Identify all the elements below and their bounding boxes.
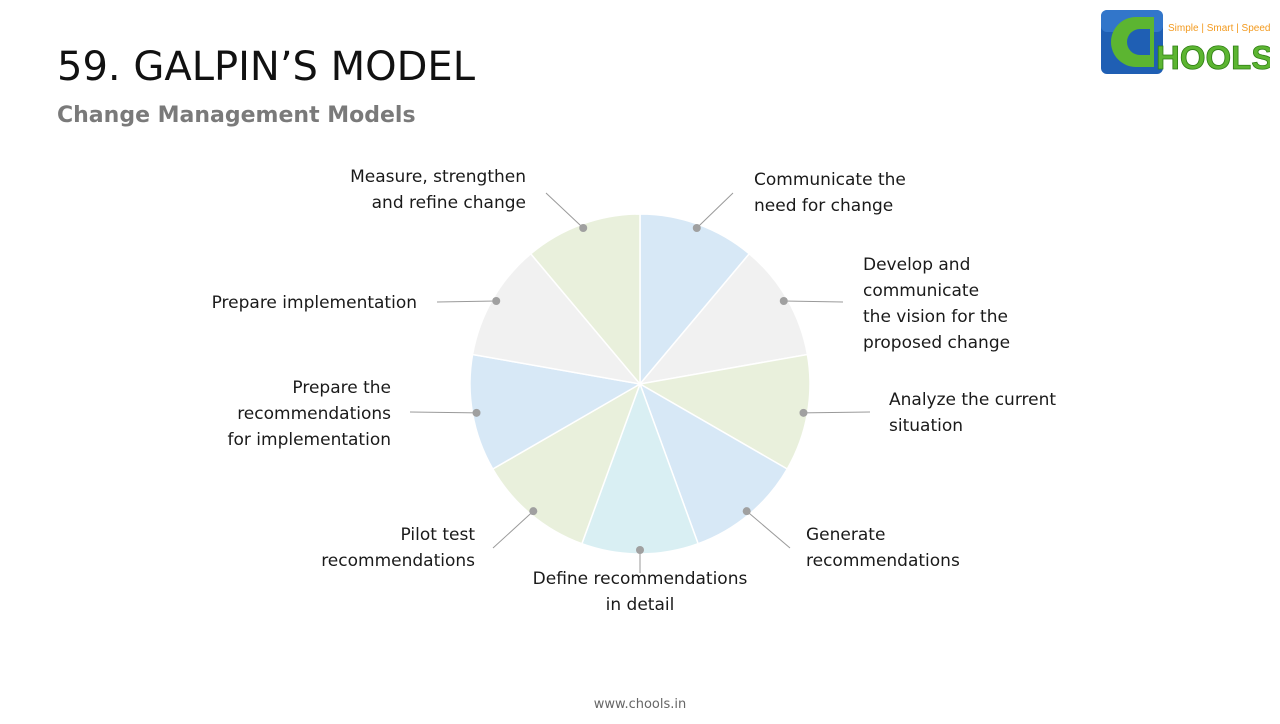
connector-dot-3 <box>799 408 808 417</box>
logo-tagline: Simple | Smart | Speed <box>1168 23 1270 34</box>
connector-dot-9 <box>579 224 588 233</box>
connector-line-2 <box>783 300 844 303</box>
step-label-1: Communicate the need for change <box>754 170 906 216</box>
connector-line-1 <box>696 192 734 229</box>
step-label-2: Develop and communicate the vision for t… <box>863 255 1011 353</box>
connector-dot-8 <box>492 297 501 305</box>
connector-dot-2 <box>779 297 788 305</box>
step-label-6: Pilot test recommendations <box>321 525 475 571</box>
logo-c-inner <box>1127 29 1150 55</box>
logo-brand-text: HOOLS <box>1156 39 1270 76</box>
step-label-5: Define recommendations in detail <box>532 569 748 615</box>
connector-dot-5 <box>636 546 644 554</box>
connector-dot-6 <box>529 507 538 516</box>
connector-line-8 <box>436 300 497 303</box>
step-label-4: Generate recommendations <box>806 525 960 571</box>
connector-dot-7 <box>472 408 481 417</box>
connector-line-3 <box>803 411 871 414</box>
connector-line-4 <box>746 510 791 549</box>
connector-line-6 <box>492 510 534 549</box>
footer-url: www.chools.in <box>593 697 687 712</box>
step-label-3: Analyze the current situation <box>889 390 1057 436</box>
chools-logo: Simple | Smart | Speed HOOLS <box>1101 10 1270 76</box>
page-subtitle: Change Management Models <box>57 103 416 128</box>
connector-dot-1 <box>692 224 701 233</box>
step-label-7: Prepare the recommendations for implemen… <box>227 378 391 450</box>
step-label-9: Measure, strengthen and refine change <box>350 167 526 213</box>
connector-line-9 <box>545 192 584 229</box>
page-title: 59. GALPIN’S MODEL <box>57 44 475 90</box>
step-label-8: Prepare implementation <box>211 293 417 313</box>
connector-dot-4 <box>742 507 751 516</box>
connector-line-7 <box>409 411 477 414</box>
